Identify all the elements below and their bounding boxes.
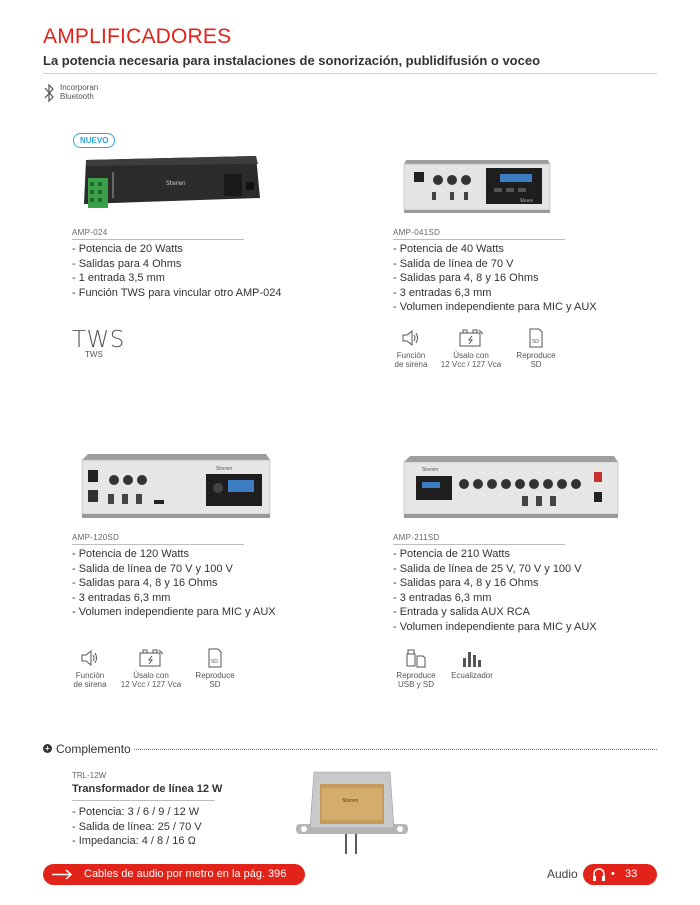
product-code: AMP-024 bbox=[72, 228, 108, 237]
spec-list: - Potencia de 120 Watts - Salida de líne… bbox=[72, 547, 276, 620]
arrow-right-icon bbox=[52, 869, 73, 880]
amp-211sd-image: Steren bbox=[403, 456, 619, 518]
equalizer-icon bbox=[463, 652, 481, 667]
headphones-icon bbox=[593, 868, 605, 881]
transformer-image: Steren bbox=[296, 771, 408, 854]
device-brand-label: Steren bbox=[342, 798, 358, 804]
sd-card-icon: SD bbox=[529, 328, 543, 348]
spec-item: - Potencia de 20 Watts bbox=[72, 243, 183, 255]
bluetooth-icon bbox=[44, 83, 54, 103]
new-badge: NUEVO bbox=[73, 133, 116, 148]
spec-item: - Salidas para 4, 8 y 16 Ohms bbox=[72, 577, 218, 590]
section-complement-title: Complemento bbox=[56, 742, 131, 756]
feature-equalizer: Ecualizador bbox=[447, 648, 497, 680]
spec-list: - Potencia de 210 Watts - Salida de líne… bbox=[393, 547, 597, 635]
spec-item: - 1 entrada 3,5 mm bbox=[72, 272, 165, 285]
spec-item: - Potencia de 40 Watts bbox=[393, 243, 504, 255]
section-label: Audio bbox=[547, 867, 578, 881]
spec-item: - Salida de línea de 25 V, 70 V y 100 V bbox=[393, 562, 582, 575]
spec-item: - Salidas para 4, 8 y 16 Ohms bbox=[393, 577, 539, 590]
spec-item: - Salidas para 4 Ohms bbox=[72, 257, 182, 270]
product-code: AMP-120SD bbox=[72, 533, 120, 542]
spec-list: - Potencia de 20 Watts - Salidas para 4 … bbox=[72, 242, 282, 300]
sd-glyph: SD bbox=[211, 659, 218, 665]
code-divider bbox=[72, 544, 244, 545]
page-number-pill: • 33 bbox=[583, 864, 657, 885]
spec-item: - Salida de línea de 70 V y 100 V bbox=[72, 562, 233, 575]
spec-item: - Función TWS para vincular otro AMP-024 bbox=[72, 286, 282, 299]
amp-041sd-image: Steren bbox=[403, 160, 551, 213]
car-battery-icon bbox=[459, 329, 484, 347]
spec-item: - Salidas para 4, 8 y 16 Ohms bbox=[393, 272, 539, 285]
device-brand-label: Steren bbox=[166, 180, 186, 187]
spec-item: - Potencia de 210 Watts bbox=[393, 548, 510, 560]
plus-icon: + bbox=[43, 744, 52, 753]
product-code: TRL-12W bbox=[72, 771, 107, 780]
page-bullet: • bbox=[611, 868, 615, 880]
page-title: AMPLIFICADORES bbox=[43, 25, 232, 48]
speaker-icon bbox=[81, 649, 97, 667]
page-number: 33 bbox=[625, 868, 638, 880]
usb-sd-icon bbox=[406, 649, 426, 668]
device-brand-label: Steren bbox=[422, 467, 438, 473]
car-battery-icon bbox=[139, 649, 164, 667]
code-divider bbox=[72, 800, 215, 801]
spec-list: - Potencia de 40 Watts - Salida de línea… bbox=[393, 242, 597, 315]
header-divider bbox=[43, 73, 657, 74]
cross-reference-text: Cables de audio por metro en la pág. 396 bbox=[84, 868, 287, 880]
speaker-icon bbox=[402, 329, 418, 347]
amp-024-image: Steren bbox=[84, 156, 260, 208]
spec-item: - Volumen independiente para MIC y AUX bbox=[72, 606, 276, 619]
spec-item: - Volumen independiente para MIC y AUX bbox=[393, 620, 597, 633]
spec-item: - Volumen independiente para MIC y AUX bbox=[393, 301, 597, 314]
spec-item: - Salida de línea de 70 V bbox=[393, 257, 514, 270]
tws-label: TWS bbox=[85, 350, 103, 359]
amp-120sd-image: Steren bbox=[81, 454, 271, 518]
code-divider bbox=[393, 239, 565, 240]
sd-card-icon: SD bbox=[208, 648, 222, 668]
spec-item: - Salida de línea: 25 / 70 V bbox=[72, 820, 202, 833]
product-code: AMP-211SD bbox=[393, 533, 440, 542]
spec-item: - 3 entradas 6,3 mm bbox=[393, 591, 492, 604]
cross-reference-link[interactable]: Cables de audio por metro en la pág. 396 bbox=[43, 864, 305, 885]
sd-glyph: SD bbox=[532, 339, 539, 345]
spec-item: - Impedancia: 4 / 8 / 16 Ω bbox=[72, 835, 196, 848]
spec-item: - 3 entradas 6,3 mm bbox=[393, 286, 492, 299]
bluetooth-note: Incorporan Bluetooth bbox=[60, 83, 99, 101]
spec-item: - Potencia de 120 Watts bbox=[72, 548, 189, 560]
dotted-divider bbox=[134, 749, 657, 750]
product-code: AMP-041SD bbox=[393, 228, 441, 237]
code-divider bbox=[72, 239, 244, 240]
spec-item: - Entrada y salida AUX RCA bbox=[393, 606, 530, 619]
page-subtitle: La potencia necesaria para instalaciones… bbox=[43, 53, 541, 68]
spec-list: - Potencia: 3 / 6 / 9 / 12 W - Salida de… bbox=[72, 805, 202, 849]
spec-item: - Potencia: 3 / 6 / 9 / 12 W bbox=[72, 806, 200, 818]
device-brand-label: Steren bbox=[520, 198, 534, 203]
spec-item: - 3 entradas 6,3 mm bbox=[72, 591, 171, 604]
device-brand-label: Steren bbox=[216, 466, 232, 472]
code-divider bbox=[393, 544, 565, 545]
tws-logo: TWS bbox=[72, 327, 125, 353]
product-name: Transformador de línea 12 W bbox=[72, 783, 223, 795]
